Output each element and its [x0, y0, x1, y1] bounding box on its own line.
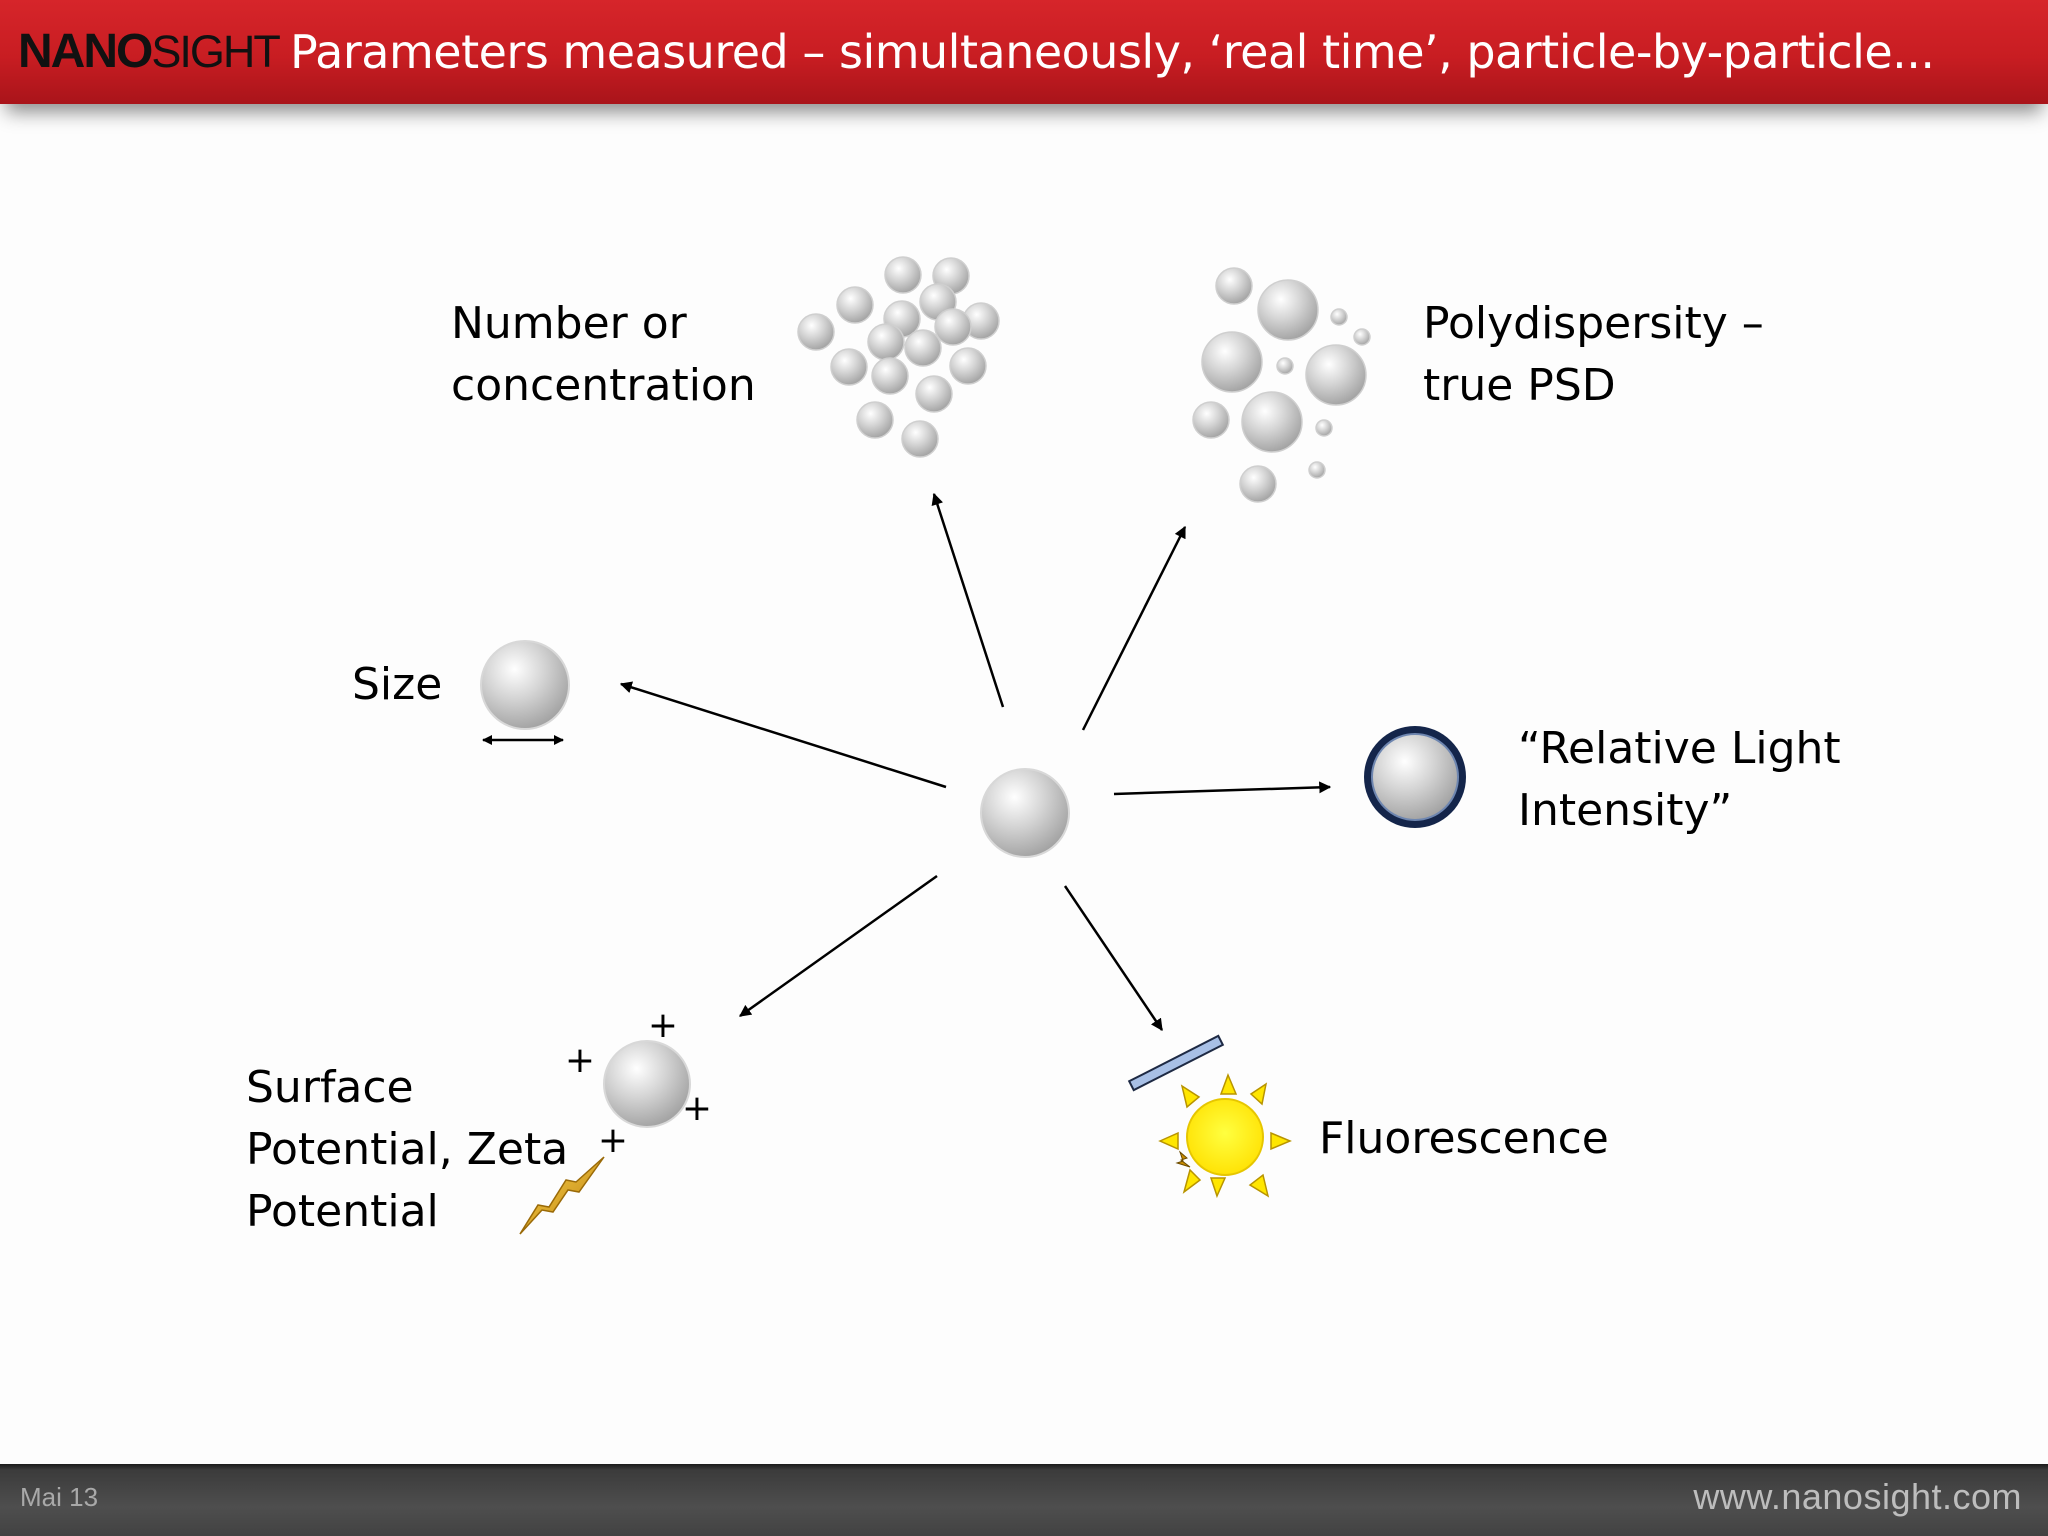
label-polydispersity: Polydispersity –true PSD [1423, 298, 1764, 411]
concentration-particle-cluster [797, 256, 1000, 458]
arrow-to-fluorescence [1063, 885, 1164, 1031]
polydispersity-particle-cluster [1192, 267, 1371, 503]
footer-bar: Mai 13 www.nanosight.com [0, 1464, 2048, 1536]
lightning-bolt-icon [519, 1156, 605, 1235]
arrow-to-polydispersity [1081, 525, 1187, 731]
footer-url: www.nanosight.com [1693, 1476, 2022, 1517]
charge-plus-3: + [682, 1088, 712, 1129]
arrow-to-light-intensity [1113, 781, 1332, 796]
filter-plate [1127, 1034, 1225, 1092]
charged-particle [603, 1040, 691, 1128]
arrows [619, 492, 1332, 1031]
charge-plus-1: + [648, 1005, 678, 1046]
header-bar: NANOSIGHT Parameters measured – simultan… [0, 0, 2048, 104]
size-particle [480, 640, 570, 730]
slide-title: Parameters measured – simultaneously, ‘r… [290, 25, 1935, 79]
label-size: Size [352, 659, 443, 710]
charge-plus-4: + [598, 1120, 628, 1161]
nanosight-logo: NANOSIGHT [18, 25, 281, 78]
arrow-to-zeta [739, 874, 938, 1018]
central-particle [980, 768, 1070, 858]
sun-icon [1158, 1072, 1292, 1199]
charge-plus-2: + [565, 1040, 595, 1081]
parameters-diagram: + + + + [480, 256, 1466, 1235]
footer-date: Mai 13 [20, 1482, 99, 1512]
scattering-particle-core [1371, 733, 1459, 821]
label-fluorescence: Fluorescence [1319, 1113, 1609, 1164]
arrow-to-size [619, 681, 947, 789]
small-bolt-icon [1175, 1150, 1191, 1168]
arrow-to-concentration [931, 492, 1005, 708]
